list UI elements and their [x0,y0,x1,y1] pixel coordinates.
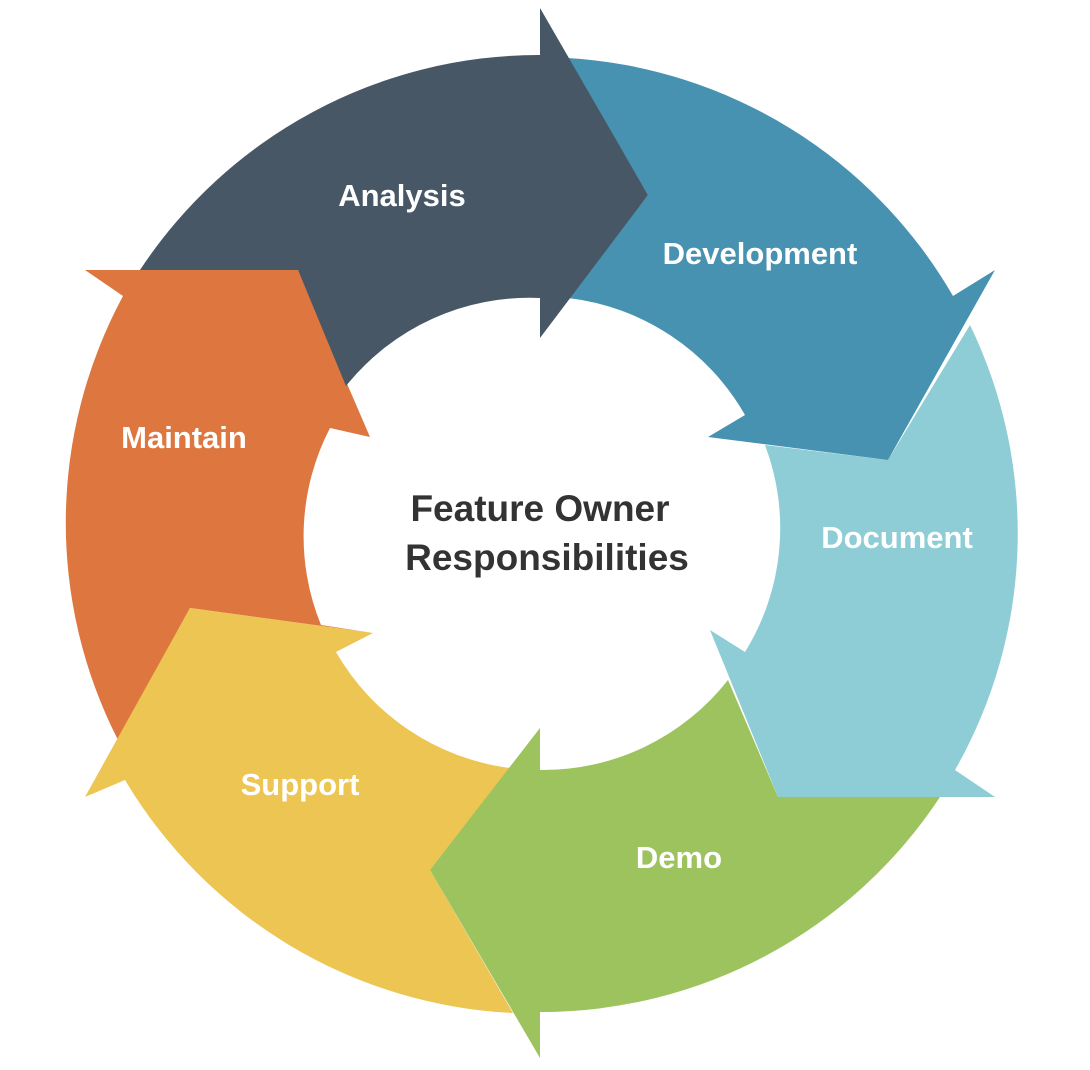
arrow-segment-support [85,608,513,1013]
stage-label-document: Document [821,520,973,555]
stage-label-maintain: Maintain [121,420,247,455]
stage-label-development: Development [663,236,858,271]
stage-label-demo: Demo [636,840,722,875]
center-title-line-1: Feature Owner [410,488,669,529]
arrow-segment-document [710,325,1018,797]
arrow-segment-development [568,58,995,460]
center-title-line-2: Responsibilities [405,537,689,578]
arrow-segment-demo [430,680,940,1058]
stage-label-support: Support [241,767,360,802]
arrow-segment-maintain [65,270,373,740]
stage-label-analysis: Analysis [338,178,466,213]
arrow-segment-analysis [140,8,648,386]
